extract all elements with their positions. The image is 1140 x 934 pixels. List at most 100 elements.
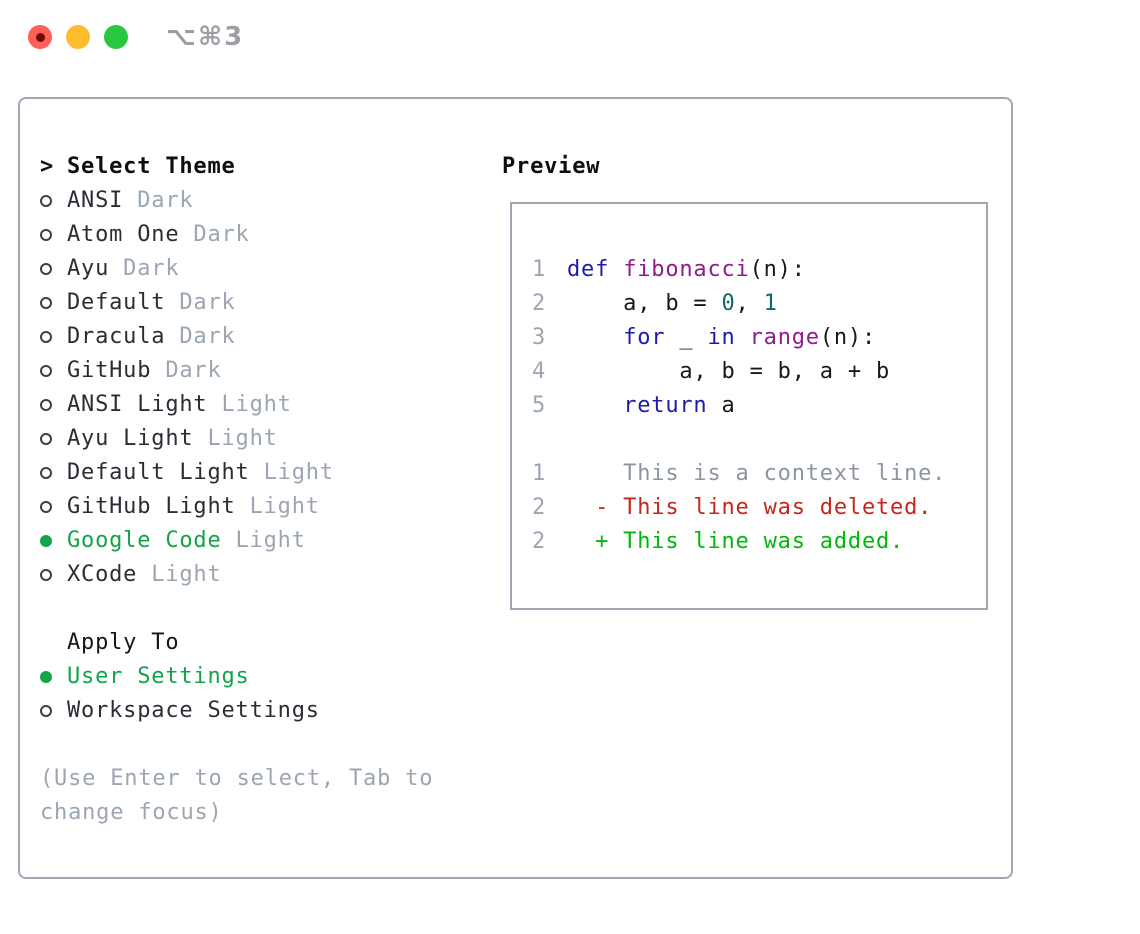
- theme-variant: Light: [193, 426, 278, 451]
- theme-option-github[interactable]: GitHub Dark: [40, 354, 485, 388]
- theme-name: GitHub: [67, 358, 152, 383]
- radio-icon: [40, 433, 67, 445]
- theme-name: XCode: [67, 562, 138, 587]
- theme-variant: Dark: [165, 324, 236, 349]
- spacer: [40, 728, 485, 762]
- theme-name: Ayu: [67, 256, 110, 281]
- radio-circle: [40, 195, 52, 207]
- radio-icon: [40, 569, 67, 581]
- code-line: 5 return a: [532, 389, 986, 423]
- theme-variant: Light: [137, 562, 222, 587]
- code-text: - This line was deleted.: [567, 491, 932, 525]
- theme-name: Default: [67, 290, 166, 315]
- code-line: 1 This is a context line.: [532, 457, 986, 491]
- theme-variant: Light: [207, 392, 292, 417]
- code-text: return a: [567, 389, 736, 423]
- theme-option-xcode[interactable]: XCode Light: [40, 558, 485, 592]
- theme-variant: Light: [249, 460, 334, 485]
- radio-circle: [40, 671, 52, 683]
- minimize-button[interactable]: [66, 25, 90, 49]
- code-token: in: [707, 325, 736, 350]
- code-token: fibonacci: [623, 257, 750, 282]
- code-line: [532, 423, 986, 457]
- code-token: 0: [721, 291, 736, 316]
- radio-circle: [40, 433, 52, 445]
- line-number: [532, 423, 567, 457]
- line-number: 1: [532, 257, 547, 282]
- theme-option-atom-one[interactable]: Atom One Dark: [40, 218, 485, 252]
- radio-circle: [40, 705, 52, 717]
- apply-to-header: Apply To: [40, 626, 485, 660]
- theme-name: Ayu Light: [67, 426, 194, 451]
- radio-selected-icon: [40, 535, 67, 547]
- theme-option-default[interactable]: Default Dark: [40, 286, 485, 320]
- theme-name: GitHub Light: [67, 494, 236, 519]
- apply-to-title: Apply To: [67, 630, 180, 655]
- theme-variant: Light: [221, 528, 306, 553]
- select-theme-title: Select Theme: [67, 154, 236, 179]
- code-token: - This line was deleted.: [567, 495, 933, 520]
- code-token: ,: [735, 291, 764, 316]
- code-token: [736, 325, 750, 350]
- code-text: def fibonacci(n):: [567, 253, 806, 287]
- radio-circle: [40, 535, 52, 547]
- code-token: a: [707, 393, 736, 418]
- code-token: return: [623, 393, 708, 418]
- theme-name: Dracula: [67, 324, 166, 349]
- theme-variant: Dark: [151, 358, 222, 383]
- theme-option-dracula[interactable]: Dracula Dark: [40, 320, 485, 354]
- theme-option-ansi-light[interactable]: ANSI Light Light: [40, 388, 485, 422]
- theme-variant: Light: [235, 494, 320, 519]
- hint-line-1: (Use Enter to select, Tab to: [40, 766, 434, 791]
- theme-variant: Dark: [165, 290, 236, 315]
- radio-circle: [40, 399, 52, 411]
- theme-variant: Dark: [109, 256, 180, 281]
- apply-option-label: Workspace Settings: [67, 698, 320, 723]
- code-line: 2 a, b = 0, 1: [532, 287, 986, 321]
- code-line: 3 for _ in range(n):: [532, 321, 986, 355]
- radio-icon: [40, 331, 67, 343]
- window-shortcut-label: ⌥⌘3: [166, 22, 245, 52]
- code-token: + This line was added.: [567, 529, 905, 554]
- theme-name: Google Code: [67, 528, 222, 553]
- code-text: a, b = b, a + b: [567, 355, 890, 389]
- theme-option-default-light[interactable]: Default Light Light: [40, 456, 485, 490]
- radio-circle: [40, 569, 52, 581]
- theme-option-github-light[interactable]: GitHub Light Light: [40, 490, 485, 524]
- code-token: range: [749, 325, 820, 350]
- apply-option-user-settings[interactable]: User Settings: [40, 660, 485, 694]
- radio-circle: [40, 229, 52, 241]
- theme-option-ayu-light[interactable]: Ayu Light Light: [40, 422, 485, 456]
- theme-name: Default Light: [67, 460, 250, 485]
- close-button[interactable]: [28, 25, 52, 49]
- code-token: a, b = b, a + b: [567, 359, 891, 384]
- line-number: 4: [532, 359, 547, 384]
- radio-icon: [40, 263, 67, 275]
- line-number: 3: [532, 325, 547, 350]
- radio-icon: [40, 229, 67, 241]
- radio-icon: [40, 501, 67, 513]
- radio-selected-icon: [40, 671, 67, 683]
- zoom-button[interactable]: [104, 25, 128, 49]
- line-number: 2: [532, 495, 547, 520]
- radio-icon: [40, 365, 67, 377]
- line-number: 1: [532, 461, 547, 486]
- radio-icon: [40, 399, 67, 411]
- theme-option-ayu[interactable]: Ayu Dark: [40, 252, 485, 286]
- apply-option-workspace-settings[interactable]: Workspace Settings: [40, 694, 485, 728]
- theme-variant: Dark: [123, 188, 194, 213]
- hint-line-2: change focus): [40, 800, 223, 825]
- code-token: [567, 325, 623, 350]
- code-token: (n):: [819, 325, 877, 350]
- radio-icon: [40, 467, 67, 479]
- code-line: 1 def fibonacci(n):: [532, 253, 986, 287]
- theme-option-google-code[interactable]: Google Code Light: [40, 524, 485, 558]
- code-token: a, b =: [567, 291, 722, 316]
- radio-icon: [40, 297, 67, 309]
- code-line: 2 - This line was deleted.: [532, 491, 986, 525]
- code-text: for _ in range(n):: [567, 321, 876, 355]
- theme-option-ansi[interactable]: ANSI Dark: [40, 184, 485, 218]
- code-token: [567, 393, 623, 418]
